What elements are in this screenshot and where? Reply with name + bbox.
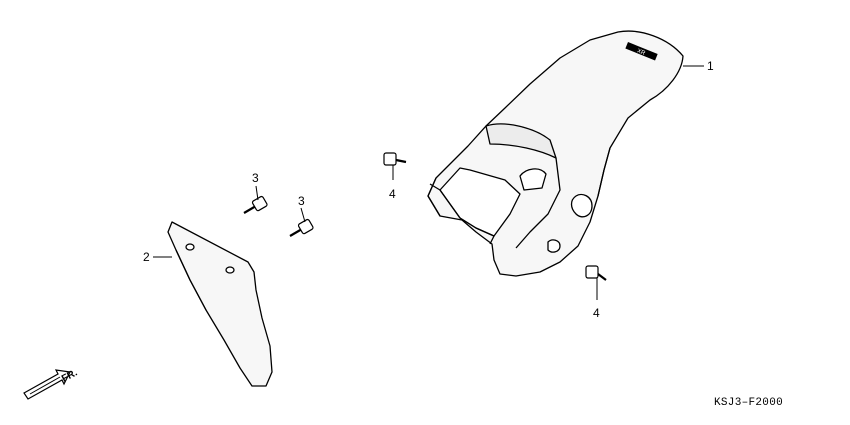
drawing-code: KSJ3–F2000 [714, 397, 784, 409]
front-arrow-icon [23, 369, 71, 400]
bolt-4-lower [585, 265, 607, 281]
callout-2: 2 [143, 250, 150, 264]
fender-decal: XR [625, 42, 658, 61]
leader-3-left [255, 185, 259, 201]
bolt-3-right [289, 218, 314, 237]
fender-decal-text: XR [636, 48, 647, 57]
callout-3-right: 3 [298, 194, 305, 208]
callout-3-left: 3 [252, 171, 259, 185]
callout-1: 1 [707, 59, 714, 73]
callout-4-lower: 4 [593, 306, 600, 320]
mudguard [167, 221, 273, 387]
rear-fender [427, 30, 684, 277]
leader-3-right [300, 207, 306, 223]
callout-4-upper: 4 [389, 187, 396, 201]
bolt-3-left [243, 195, 268, 214]
leader-lines [153, 65, 704, 300]
bolt-4-upper [383, 152, 407, 166]
